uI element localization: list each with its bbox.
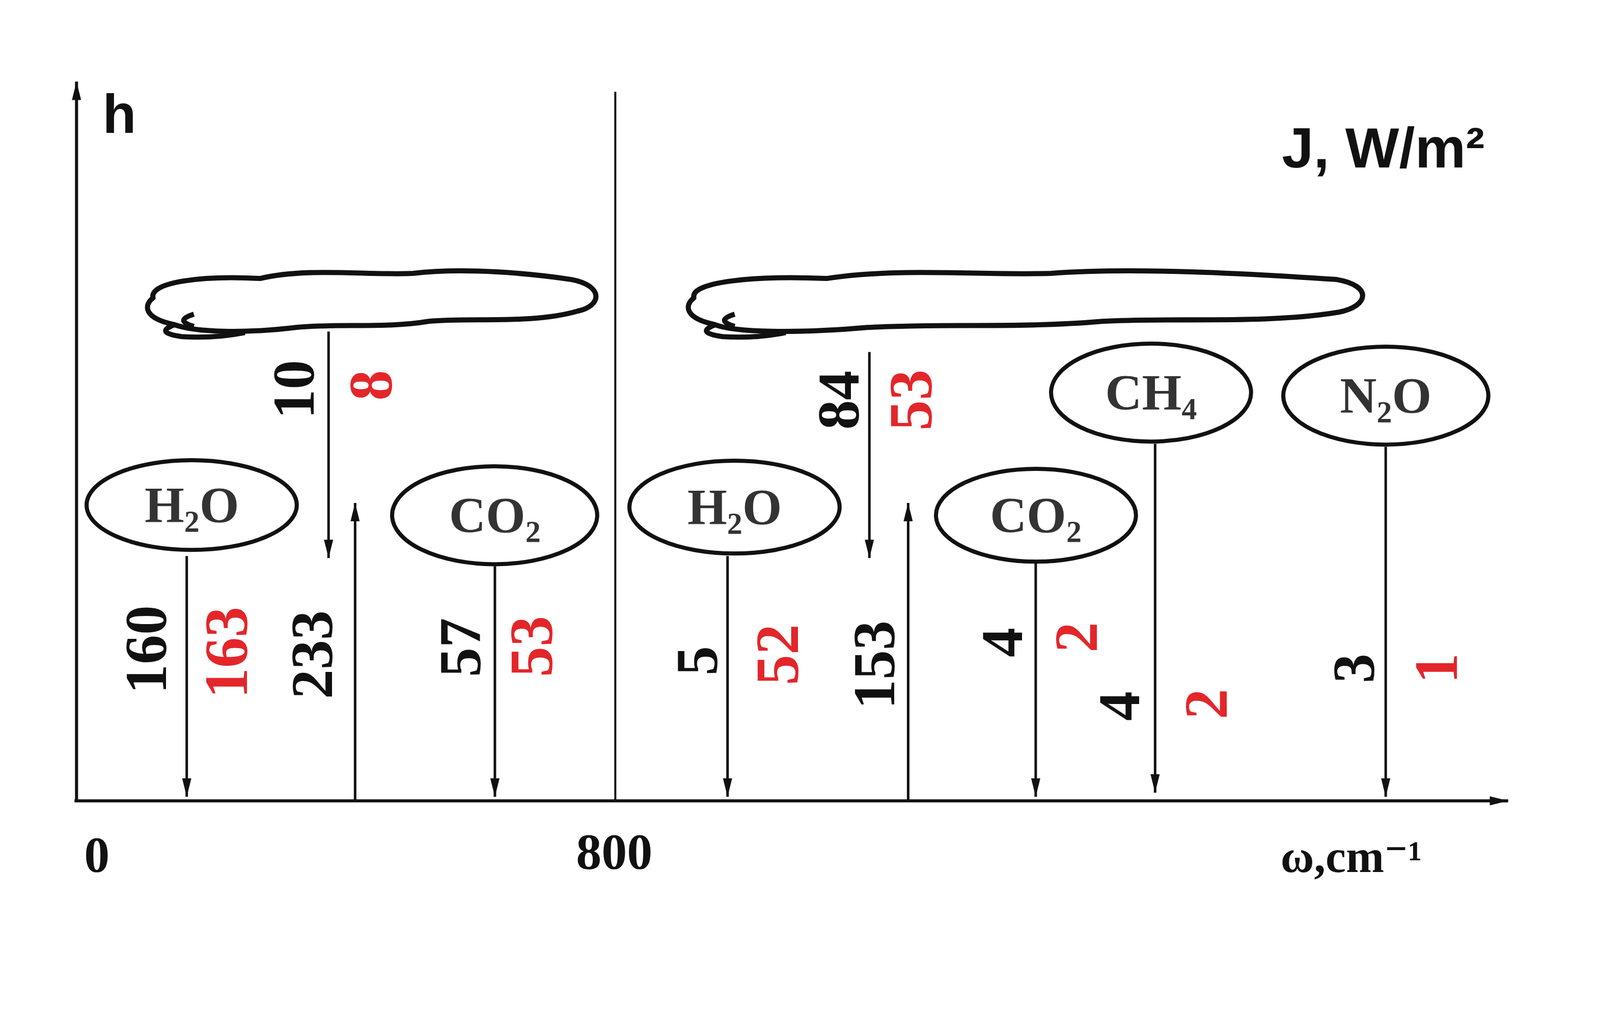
flux-value: 5: [667, 646, 727, 676]
cloud-edge: [165, 314, 245, 338]
molecule-ellipse: N₂O: [1281, 344, 1491, 447]
molecule-name: H₂O: [144, 479, 240, 531]
flux-value: 4: [972, 627, 1032, 658]
flux-value: 53: [880, 369, 942, 431]
flux-value: 53: [501, 616, 563, 678]
ellipse-shape: [1283, 346, 1489, 445]
flux-value: 163: [196, 607, 258, 699]
flux-value: 52: [747, 624, 809, 686]
flux-arrow: [1153, 444, 1157, 793]
axis-label: ω,cm⁻¹: [1280, 834, 1423, 880]
ellipse-shape: [935, 469, 1137, 562]
flux-arrow: [726, 556, 729, 797]
flux-value: 3: [1324, 653, 1384, 684]
flux-value: 4: [1089, 691, 1149, 722]
ellipse-shape: [629, 460, 840, 554]
flux-arrow: [185, 556, 188, 797]
flux-value: 233: [282, 610, 342, 700]
divider-line: [614, 91, 617, 802]
molecule-ellipse: H₂O: [627, 458, 842, 556]
flux-arrow: [493, 566, 496, 797]
flux-arrow: [906, 503, 910, 802]
tick-label: 0: [84, 829, 110, 881]
ellipse-shape: [86, 460, 297, 550]
molecule-ellipse: CO₂: [933, 466, 1139, 564]
tick-label: 800: [575, 826, 653, 878]
molecule-ellipse: CH₄: [1049, 341, 1254, 444]
flux-value: 160: [116, 605, 176, 695]
unit-label: J, W/m²: [1281, 119, 1485, 177]
molecule-ellipse: CO₂: [390, 464, 600, 567]
flux-value: 2: [1175, 688, 1237, 720]
molecule-name: CO₂: [989, 489, 1082, 541]
flux-arrow: [868, 351, 871, 559]
ellipse-shape: [392, 466, 598, 565]
flux-value: 10: [264, 360, 324, 420]
molecule-name: CO₂: [449, 489, 541, 541]
flux-value: 2: [1045, 622, 1108, 653]
flux-value: 153: [844, 620, 904, 710]
omega-axis: [74, 799, 1508, 803]
ellipse-shape: [1051, 343, 1252, 442]
molecule-name: H₂O: [687, 481, 783, 533]
flux-arrow: [1384, 447, 1388, 797]
cloud: [688, 270, 1363, 332]
cloud-edge: [706, 314, 786, 338]
flux-arrow: [327, 331, 330, 559]
flux-value: 84: [809, 370, 869, 430]
flux-value: 1: [1405, 653, 1468, 684]
flux-arrow: [353, 503, 357, 802]
axis-label: h: [102, 86, 136, 142]
flux-value: 8: [340, 370, 402, 401]
flux-arrow: [1034, 563, 1037, 797]
cloud: [147, 270, 597, 332]
molecule-name: CH₄: [1105, 367, 1197, 419]
molecule-name: N₂O: [1339, 370, 1432, 422]
flux-value: 57: [430, 618, 490, 678]
molecule-ellipse: H₂O: [84, 458, 299, 553]
h-axis: [74, 81, 78, 802]
